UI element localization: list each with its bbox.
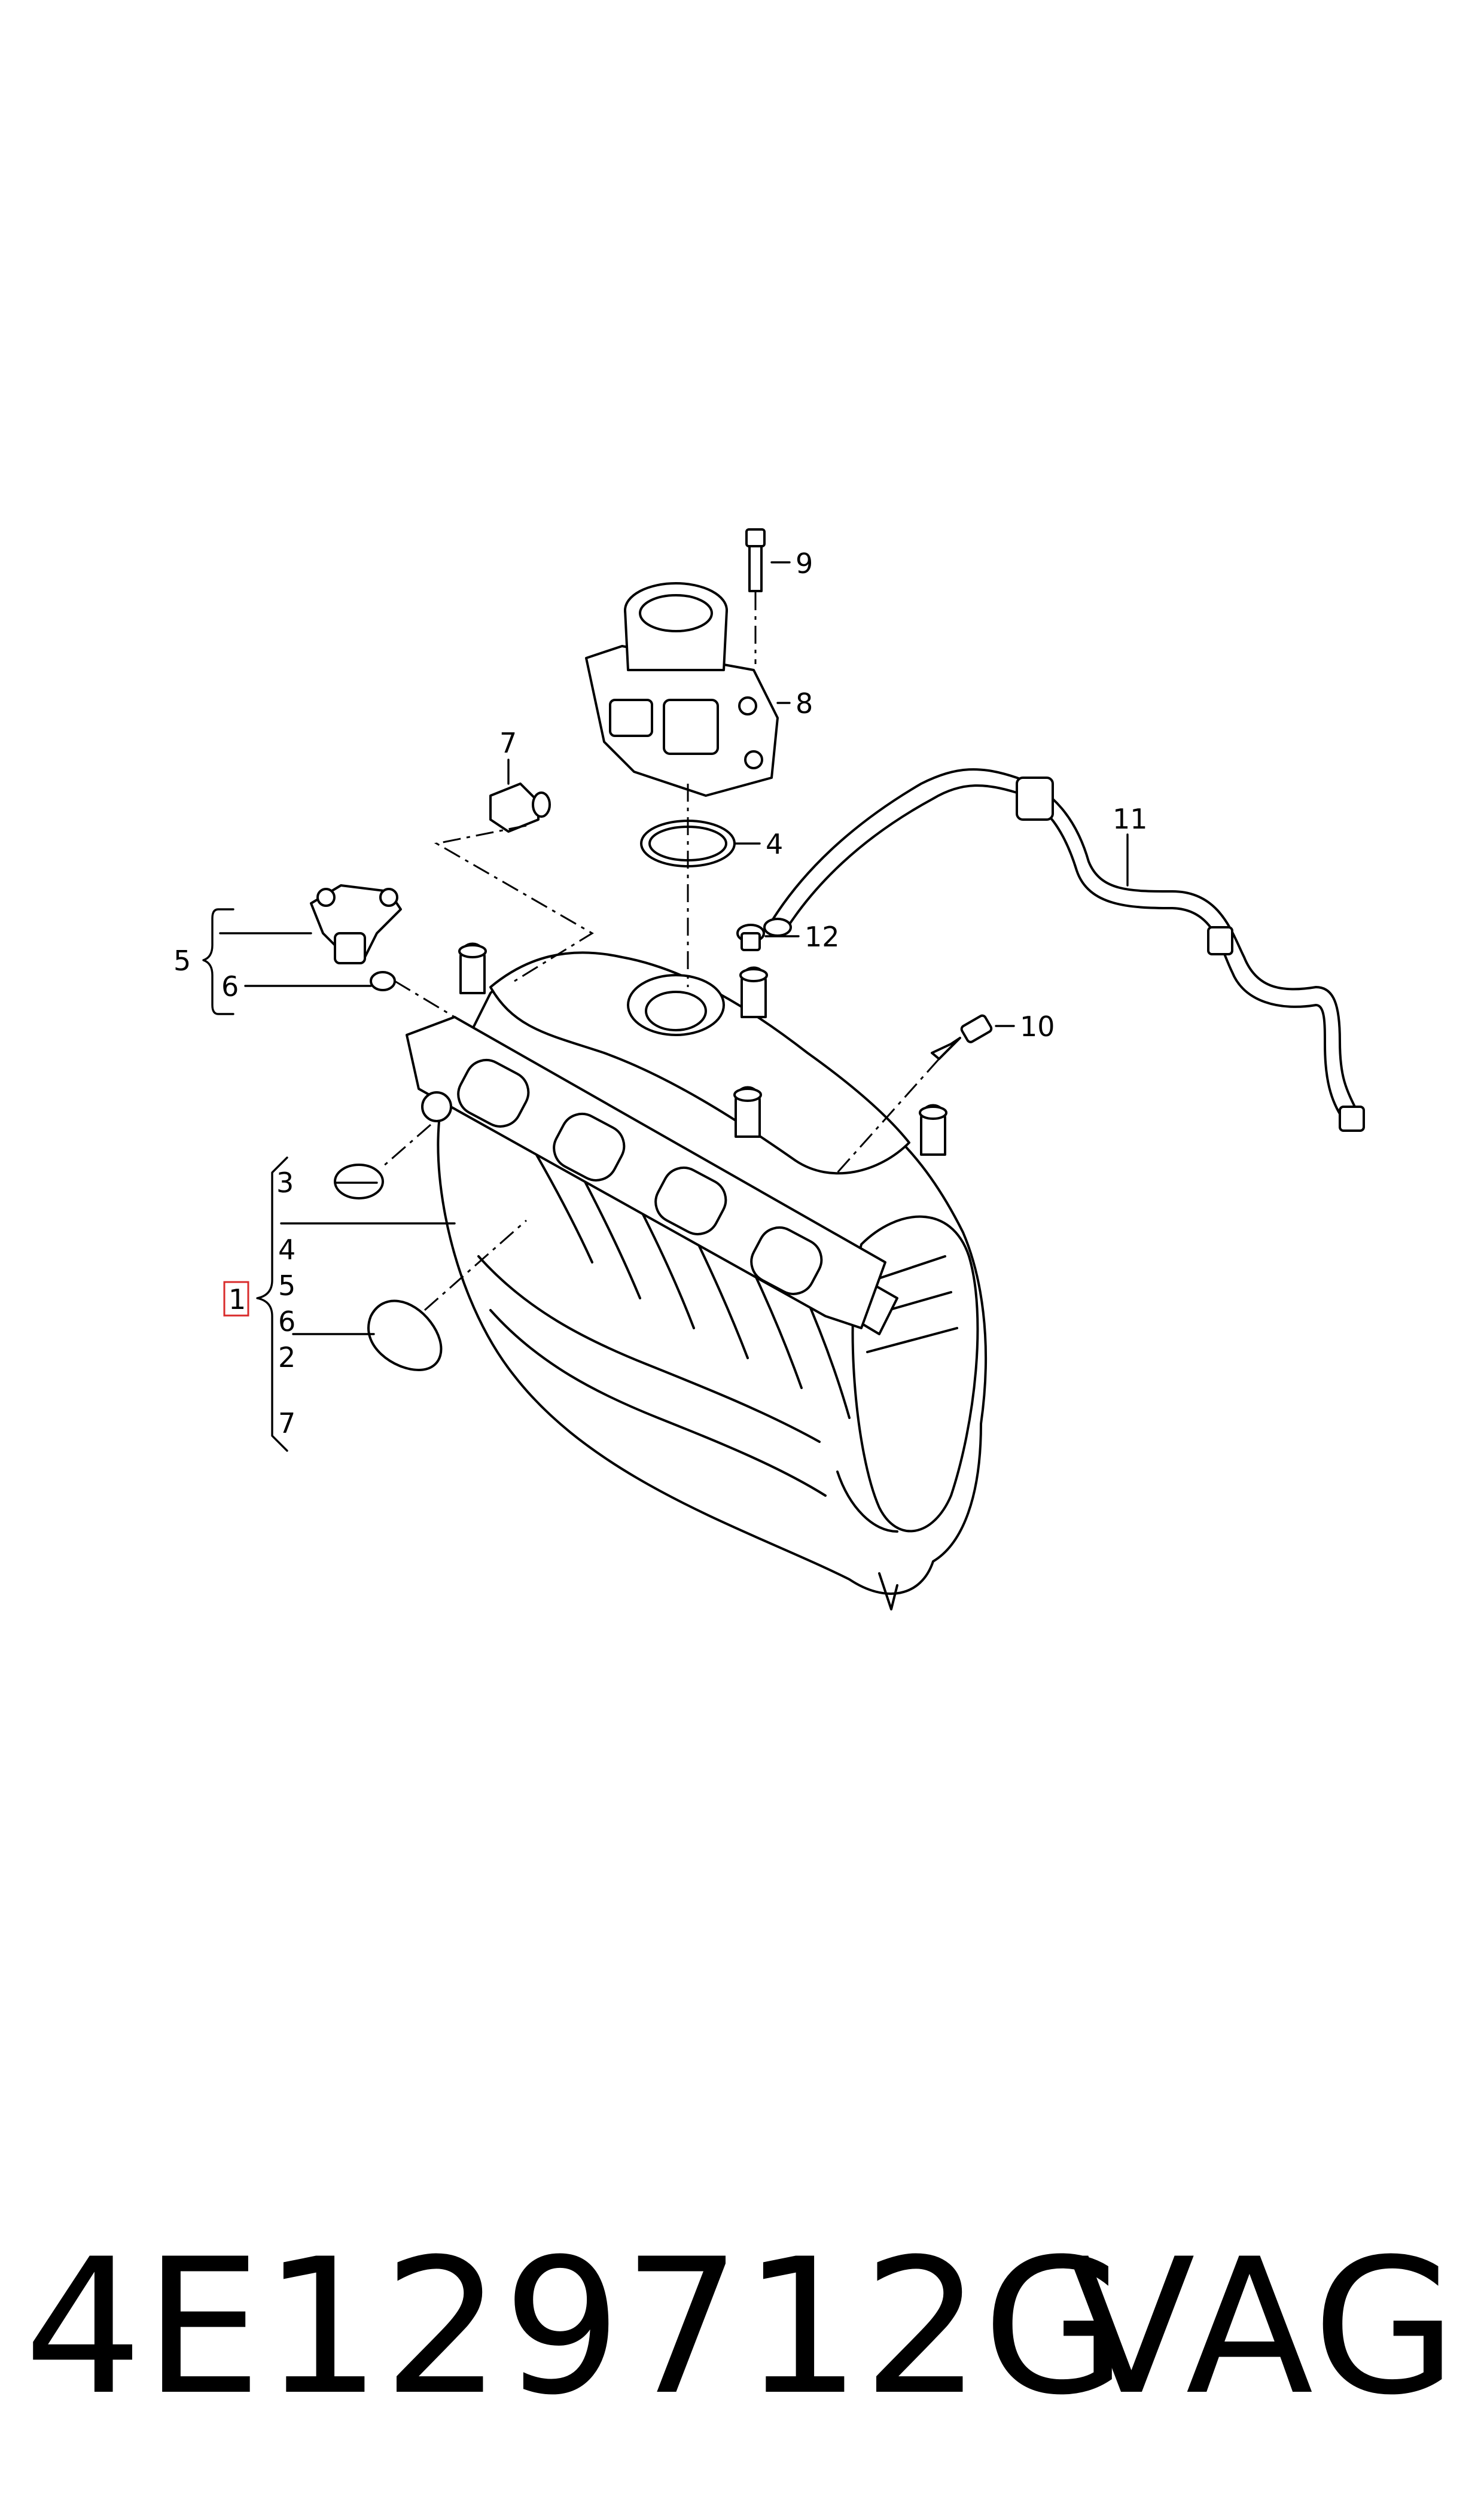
callout-4-top: 4 (766, 828, 783, 860)
part-number: 4E129712G (24, 2218, 1129, 2436)
callout-12: 12 (805, 921, 840, 953)
vacuum-hose-11 (763, 768, 1365, 1132)
callout-5: 5 (278, 1269, 295, 1302)
plug-7 (489, 783, 551, 833)
intake-manifold (406, 942, 988, 1610)
callout-6: 6 (278, 1305, 295, 1338)
callout-4: 4 (278, 1234, 295, 1266)
callout-5-top: 5 (173, 945, 191, 977)
callout-7-top: 7 (499, 727, 517, 759)
manifold-flange (406, 1016, 886, 1329)
callout-6-top: 6 (221, 970, 239, 1003)
seal-6 (370, 971, 396, 991)
throttle-body (585, 582, 779, 797)
bolt-10 (931, 1014, 993, 1060)
callout-8: 8 (796, 687, 813, 720)
callout-3: 3 (276, 1167, 294, 1199)
seal-3 (334, 1164, 384, 1199)
pressure-sensor-5 (310, 884, 402, 964)
callout-10: 10 (1020, 1010, 1055, 1043)
gasket-2 (367, 1299, 443, 1371)
bolt-9 (745, 528, 766, 592)
callout-2: 2 (278, 1341, 295, 1374)
callout-1: 1 (228, 1283, 246, 1316)
brand-label: VAG (1067, 2218, 1459, 2436)
callout-11: 11 (1113, 803, 1148, 835)
footer: 4E129712G VAG (24, 2202, 1459, 2453)
callout-9: 9 (796, 547, 813, 580)
callout-1-highlight (223, 1281, 249, 1317)
plug-12 (736, 924, 765, 951)
callout-7: 7 (278, 1407, 295, 1439)
